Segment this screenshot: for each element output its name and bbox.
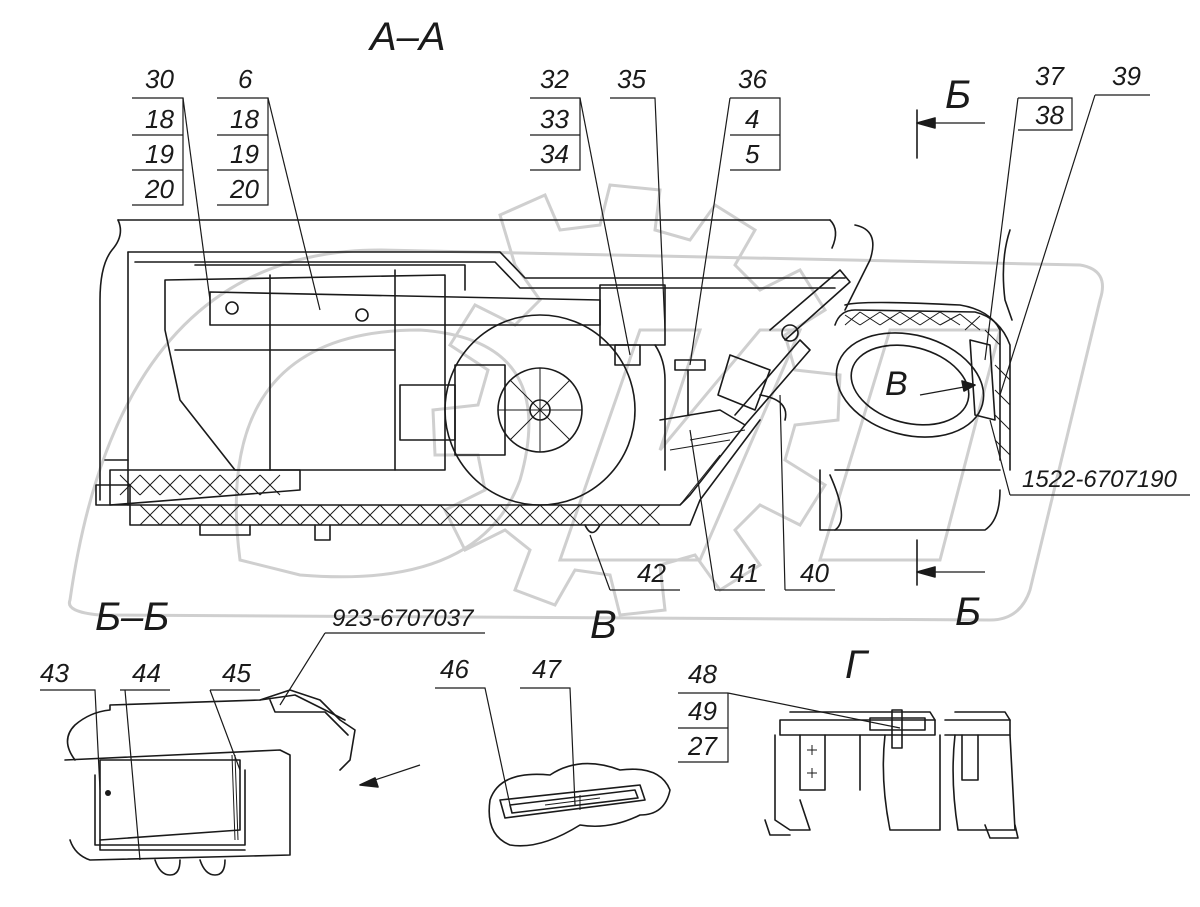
callout-4: 4 (745, 104, 759, 134)
callout-49: 49 (688, 696, 717, 726)
view-v (435, 687, 671, 847)
section-mark-b-bottom: Б (955, 590, 981, 634)
callout-30-18: 18 (145, 104, 174, 134)
callout-48: 48 (688, 659, 717, 689)
side-section (819, 224, 1013, 531)
section-marker-b (916, 109, 985, 586)
callout-47: 47 (532, 654, 562, 684)
callout-6-20: 20 (229, 174, 259, 204)
callout-33: 33 (540, 104, 569, 134)
callout-30-19: 19 (145, 139, 174, 169)
callout-36: 36 (738, 64, 767, 94)
callout-44: 44 (132, 658, 161, 688)
callout-34: 34 (540, 139, 569, 169)
callout-6-19: 19 (230, 139, 259, 169)
view-label-v: В (590, 603, 617, 647)
callout-6: 6 (238, 64, 253, 94)
view-label-aa: А–А (368, 15, 446, 59)
callout-45: 45 (222, 658, 251, 688)
callout-46: 46 (440, 654, 469, 684)
callout-27: 27 (687, 731, 718, 761)
callout-40: 40 (800, 558, 829, 588)
callout-41: 41 (730, 558, 759, 588)
callout-leaders (132, 94, 1190, 591)
view-label-g: Г (845, 643, 870, 687)
callout-35: 35 (617, 64, 646, 94)
callout-43: 43 (40, 658, 69, 688)
view-g (678, 692, 1019, 839)
callout-37: 37 (1035, 61, 1065, 91)
section-bb (40, 632, 485, 876)
callout-32: 32 (540, 64, 569, 94)
callout-42: 42 (637, 558, 666, 588)
part-number-1522: 1522-6707190 (1022, 466, 1177, 493)
callout-6-18: 18 (230, 104, 259, 134)
section-mark-b-top: Б (945, 73, 971, 117)
callout-5: 5 (745, 139, 760, 169)
part-number-923: 923-6707037 (332, 605, 475, 632)
callout-30: 30 (145, 64, 174, 94)
view-arrow-label-v: В (885, 365, 908, 403)
labels: А–А Б–Б В Г Б Б В 30 18 19 20 6 18 19 20… (40, 15, 1177, 761)
view-label-bb: Б–Б (95, 595, 169, 639)
section-aa-body (95, 219, 851, 541)
callout-30-20: 20 (144, 174, 174, 204)
watermark-logo (67, 183, 1104, 622)
callout-39: 39 (1112, 61, 1141, 91)
callout-38: 38 (1035, 100, 1064, 130)
